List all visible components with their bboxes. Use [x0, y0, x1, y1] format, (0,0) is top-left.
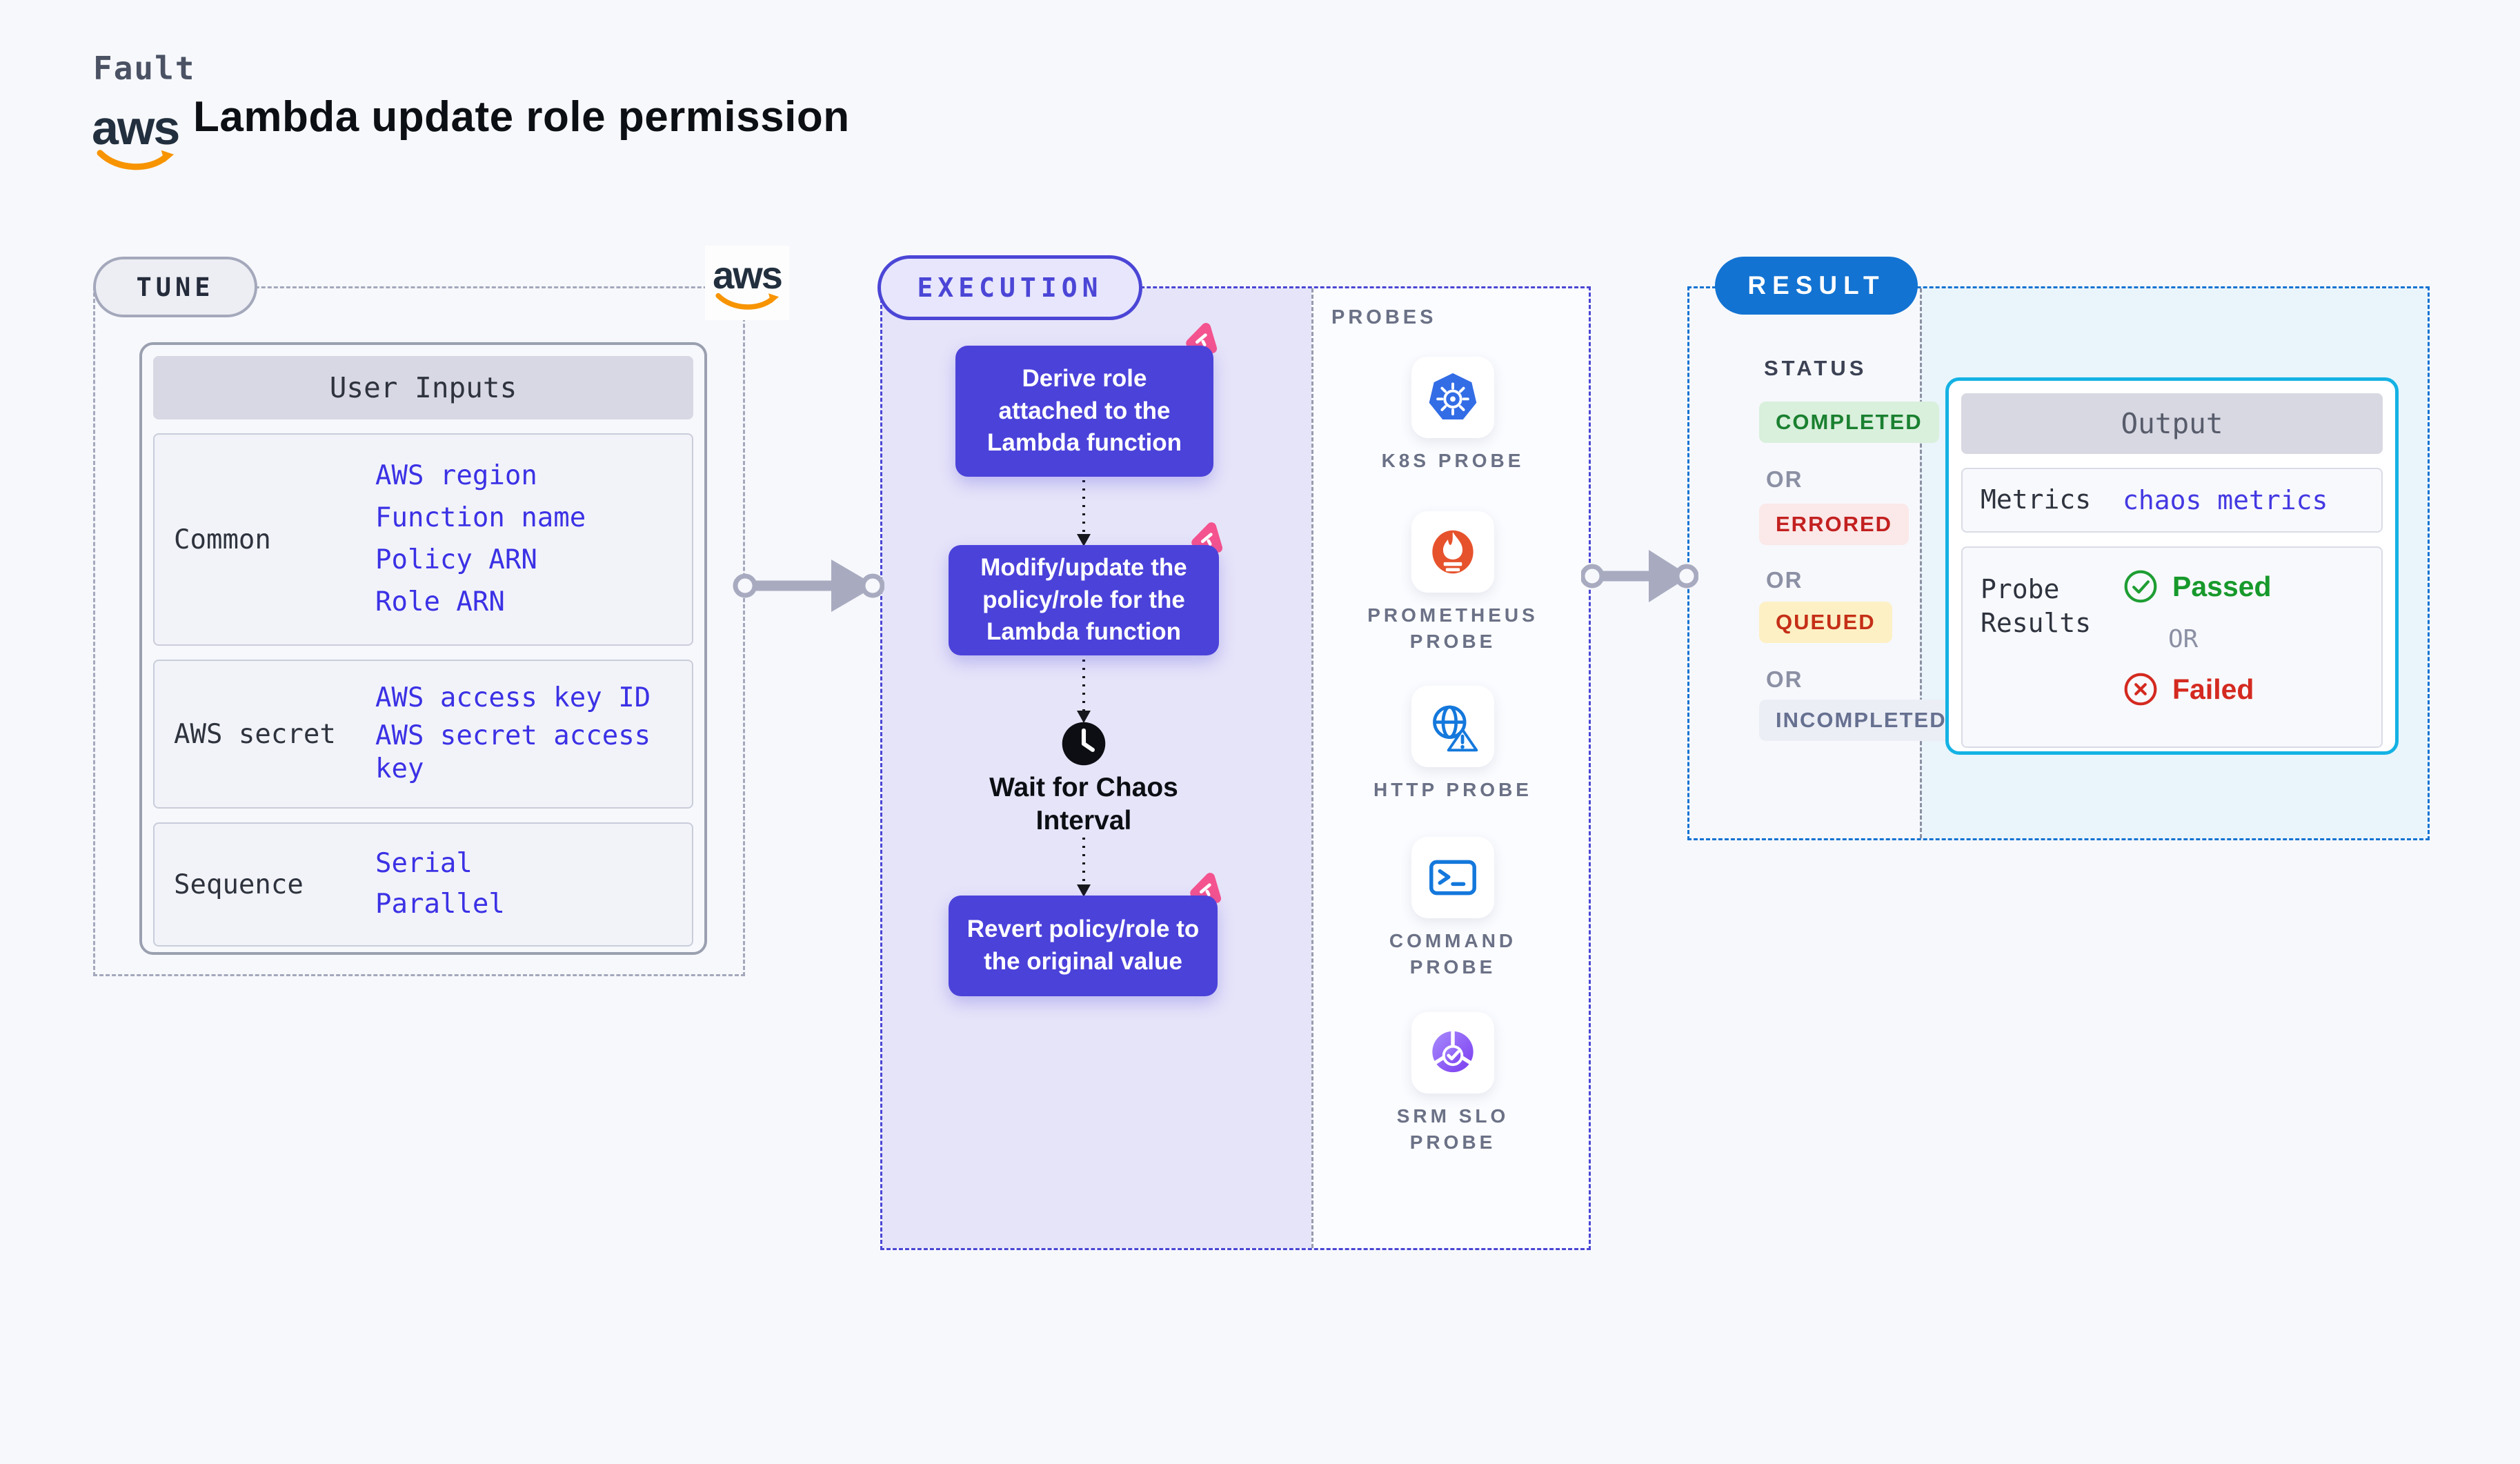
output-metrics-row: Metrics chaos metrics [1961, 468, 2383, 533]
input-link-function-name[interactable]: Function name [375, 502, 586, 534]
probe-label: PROMETHEUS PROBE [1367, 604, 1538, 652]
probe-command: COMMAND PROBE [1363, 837, 1542, 980]
failed-verdict: Failed [2123, 671, 2254, 707]
output-probe-results-row: Probe Results Passed OR Faile [1961, 546, 2383, 748]
probe-label: K8S PROBE [1381, 450, 1525, 471]
aws-logo-word: aws [92, 101, 180, 155]
check-circle-icon [2124, 570, 2157, 603]
probe-results-label: Probe Results [1981, 574, 2092, 639]
dotted-arrow-down [1077, 480, 1091, 546]
probe-verdicts: Passed OR Failed [2123, 548, 2381, 746]
tune-section-badge: TUNE [93, 257, 257, 317]
probe-k8s: K8S PROBE [1363, 357, 1542, 474]
input-link-serial[interactable]: Serial [375, 848, 473, 880]
result-section-badge: RESULT [1715, 257, 1918, 315]
input-link-parallel[interactable]: Parallel [375, 889, 505, 920]
failed-text: Failed [2172, 673, 2254, 705]
aws-logo: aws [92, 101, 180, 171]
passed-text: Passed [2172, 570, 2272, 602]
probes-column-label: PROBES [1331, 306, 1437, 328]
input-link-access-key-id[interactable]: AWS access key ID [375, 682, 651, 713]
page-title: Lambda update role permission [193, 93, 850, 141]
status-badge-incompleted: INCOMPLETED [1759, 700, 1963, 741]
row-links: AWS access key ID AWS secret access key [375, 661, 692, 807]
flow-step-derive-role: Derive role attached to the Lambda funct… [955, 323, 1218, 477]
probes-separator-line [1311, 288, 1313, 1248]
aws-logo-corner: aws [705, 246, 789, 320]
kubernetes-icon [1411, 357, 1494, 438]
input-link-aws-region[interactable]: AWS region [375, 460, 537, 492]
input-link-secret-access-key[interactable]: AWS secret access key [375, 720, 651, 785]
user-inputs-card: User Inputs Common AWS region Function n… [139, 342, 707, 955]
step-box: Derive role attached to the Lambda funct… [955, 346, 1213, 477]
clock-icon [1060, 720, 1107, 767]
step-box: Modify/update the policy/role for the La… [949, 545, 1219, 655]
probe-srm-slo: SRM SLO PROBE [1363, 1012, 1542, 1156]
dotted-arrow-down [1077, 838, 1091, 897]
status-or-text: OR [1766, 666, 1803, 692]
probe-http: HTTP PROBE [1363, 686, 1542, 803]
flow-step-modify-policy: Modify/update the policy/role for the La… [949, 522, 1223, 655]
status-or-text: OR [1766, 466, 1803, 492]
row-label: AWS secret [174, 718, 336, 750]
user-inputs-row-common: Common AWS region Function name Policy A… [153, 433, 693, 646]
probe-label: HTTP PROBE [1373, 779, 1532, 800]
srm-slo-icon [1411, 1012, 1494, 1094]
row-links: Serial Parallel [375, 824, 692, 945]
dotted-arrow-down [1077, 660, 1091, 723]
row-links: AWS region Function name Policy ARN Role… [375, 435, 692, 644]
wait-for-chaos-label: Wait for Chaos Interval [989, 773, 1178, 835]
status-badge-completed: COMPLETED [1759, 402, 1939, 443]
aws-logo-word: aws [713, 253, 783, 297]
passed-verdict: Passed [2123, 568, 2272, 604]
result-separator-line [1920, 288, 1922, 838]
status-badge-errored: ERRORED [1759, 504, 1909, 545]
chaos-icon [1187, 869, 1227, 909]
chaos-icon [1183, 319, 1223, 359]
status-column-label: STATUS [1764, 356, 1867, 380]
prometheus-icon [1411, 511, 1494, 593]
execution-section-badge: EXECUTION [877, 255, 1142, 320]
step-box: Revert policy/role to the original value [949, 896, 1218, 996]
user-inputs-header: User Inputs [153, 356, 693, 419]
row-label: Sequence [174, 869, 304, 900]
user-inputs-row-sequence: Sequence Serial Parallel [153, 822, 693, 947]
terminal-icon [1411, 837, 1494, 918]
aws-smile-icon [97, 150, 175, 170]
http-globe-warning-icon [1411, 686, 1494, 767]
status-badge-queued: QUEUED [1759, 602, 1892, 643]
input-link-role-arn[interactable]: Role ARN [375, 586, 505, 617]
fault-kicker: Fault [93, 50, 196, 87]
input-link-policy-arn[interactable]: Policy ARN [375, 544, 537, 576]
probe-prometheus: PROMETHEUS PROBE [1363, 511, 1542, 655]
x-circle-icon [2124, 673, 2157, 706]
output-card: Output Metrics chaos metrics Probe Resul… [1945, 377, 2399, 755]
metrics-label: Metrics [1981, 484, 2092, 515]
verdict-or-text: OR [2168, 625, 2199, 653]
aws-smile-icon [715, 293, 779, 310]
row-label: Common [174, 524, 271, 555]
flow-step-revert-policy: Revert policy/role to the original value [949, 873, 1222, 996]
chaos-metrics-link[interactable]: chaos metrics [2123, 485, 2328, 515]
arrow-right-connector [1581, 550, 1698, 602]
probe-label: COMMAND PROBE [1389, 930, 1517, 978]
probe-label: SRM SLO PROBE [1396, 1105, 1509, 1153]
status-or-text: OR [1766, 567, 1803, 593]
user-inputs-row-aws-secret: AWS secret AWS access key ID AWS secret … [153, 660, 693, 809]
chaos-icon [1189, 519, 1229, 559]
arrow-right-connector [733, 560, 884, 612]
tune-group-box [93, 286, 745, 976]
output-header: Output [1961, 393, 2383, 454]
